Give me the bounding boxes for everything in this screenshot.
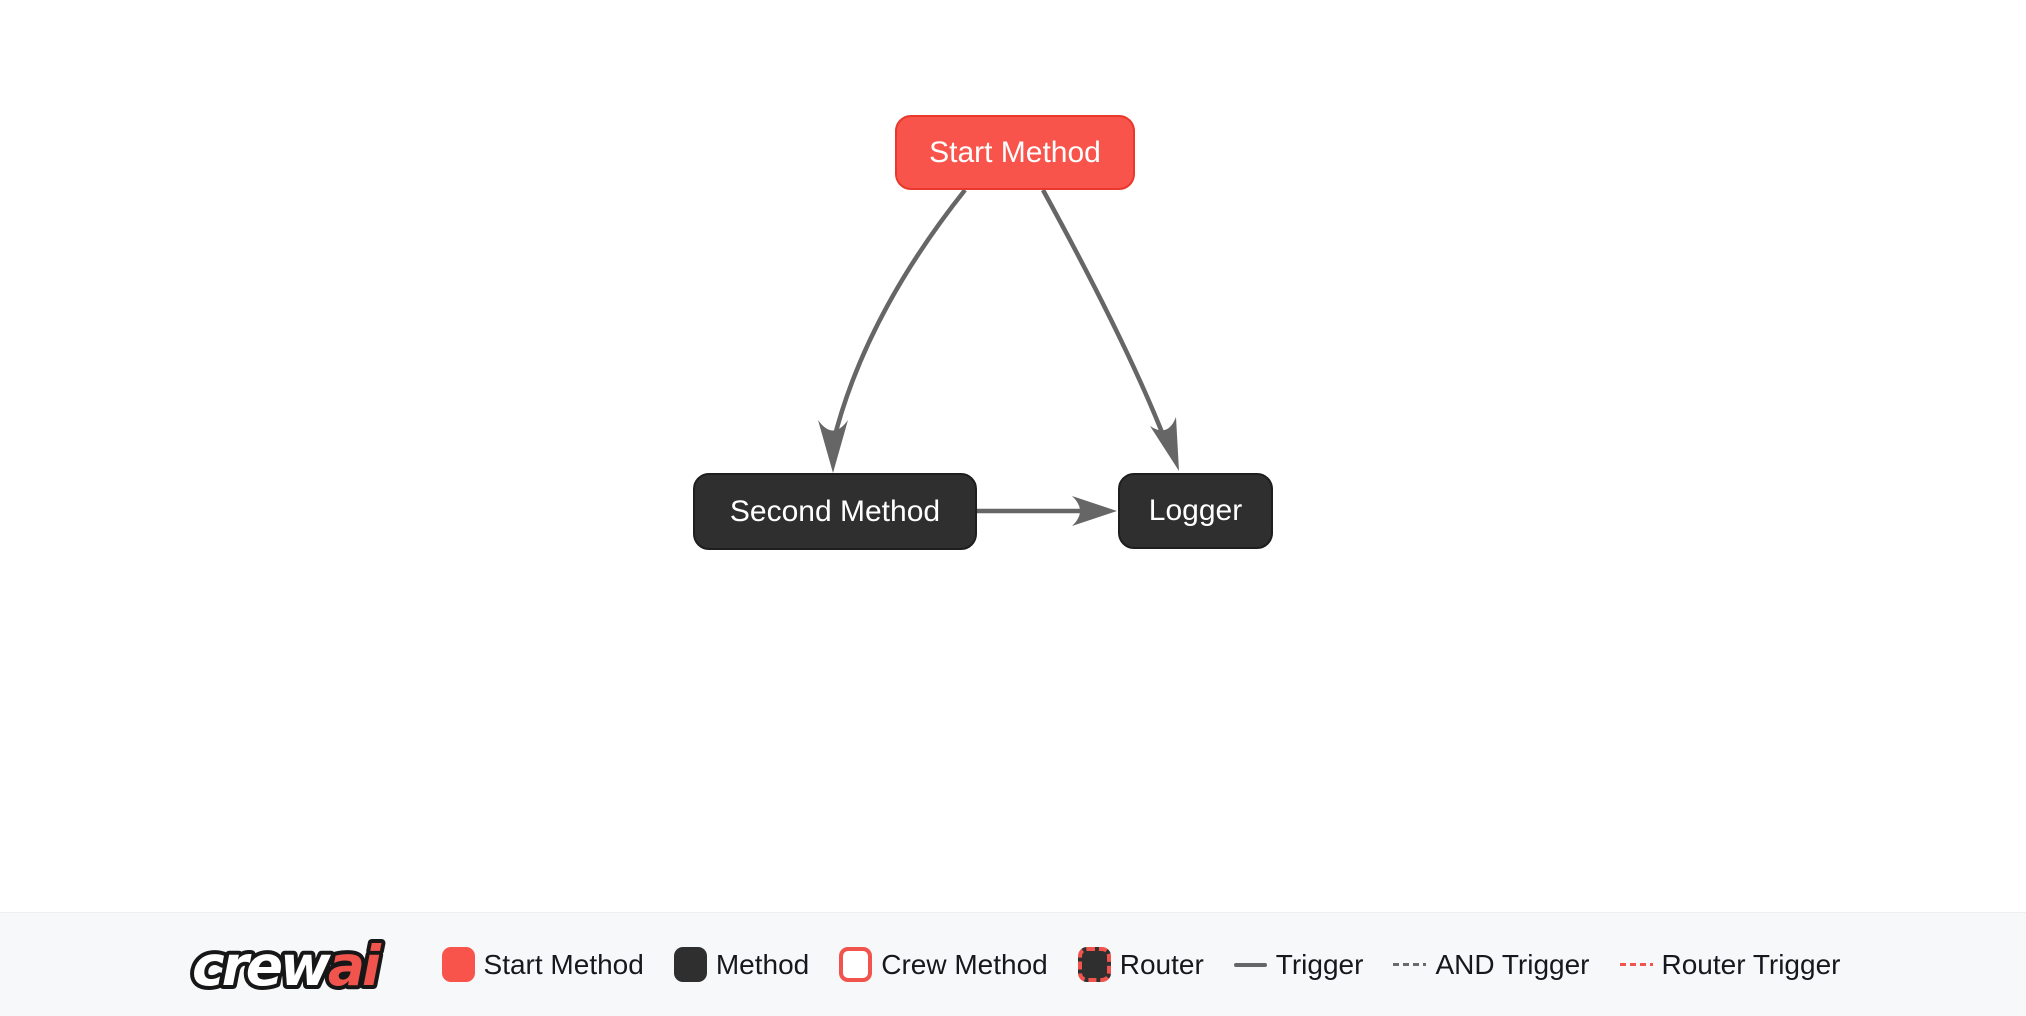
legend-label: Crew Method [881,948,1048,980]
and-trigger-line-icon [1393,963,1427,966]
arrowhead-start-to-second [818,420,848,473]
start-method-swatch-icon [441,947,475,982]
router-swatch-icon [1077,947,1111,982]
node-second-method[interactable]: Second Method [693,473,977,550]
svg-text:crewai: crewai [192,934,382,998]
edge-start-to-second [830,188,967,444]
legend-item-router-trigger: Router Trigger [1619,948,1841,981]
node-start-method[interactable]: Start Method [895,115,1135,190]
arrowhead-start-to-logger [1150,417,1179,471]
legend-label: Trigger [1275,948,1364,980]
trigger-line-icon [1233,962,1267,967]
crewai-logo: crewai [188,930,389,1002]
legend-label: Router Trigger [1661,948,1841,980]
legend-item-trigger: Trigger [1233,948,1364,981]
method-swatch-icon [673,947,707,982]
legend-item-and-trigger: AND Trigger [1393,948,1590,981]
legend-label: Method [715,948,810,980]
crewai-logo-ai: ai [327,934,381,998]
legend-item-crew-method: Crew Method [839,947,1048,982]
legend-item-start-method: Start Method [441,947,644,982]
crewai-logo-crew: crew [192,934,331,998]
edge-start-to-logger [1041,188,1168,441]
router-trigger-line-icon [1619,963,1653,966]
arrowhead-second-to-logger [1072,496,1117,526]
node-logger[interactable]: Logger [1118,473,1273,549]
legend-bar: crewai Start Method Method Crew Method R… [0,912,2026,1016]
legend-item-method: Method [673,947,810,982]
crew-method-swatch-icon [839,947,873,982]
legend-label: Router [1119,948,1204,980]
legend-item-router: Router [1077,947,1204,982]
legend-label: AND Trigger [1435,948,1590,980]
legend-label: Start Method [483,948,644,980]
